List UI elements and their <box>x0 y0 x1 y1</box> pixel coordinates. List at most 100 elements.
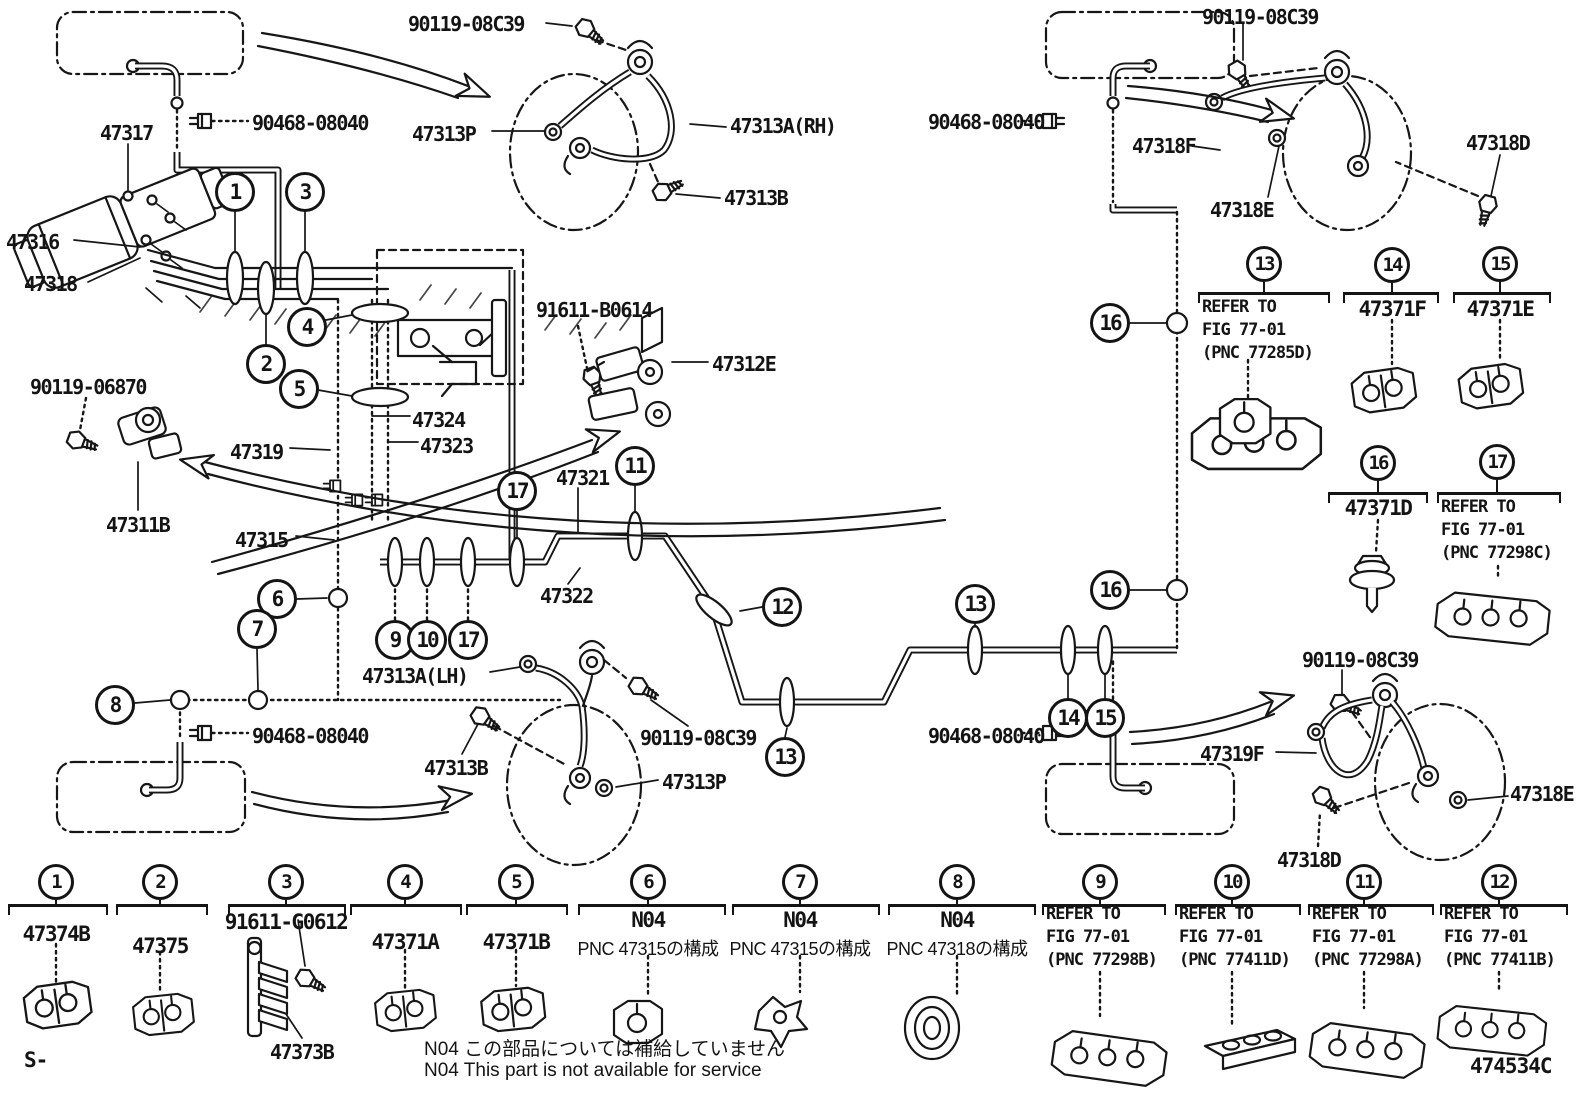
callout-1: 1 <box>215 172 255 212</box>
brake-actuator <box>13 166 632 339</box>
legend-part-number: 47371E <box>1466 297 1535 321</box>
legend-text: 91611-G0612 <box>76 910 496 934</box>
part-number-label: 90468-08040 <box>252 111 369 135</box>
legend-pnc-note: PNC 47315の構成 <box>729 939 871 959</box>
legend-part-number: 47371D <box>1344 496 1413 520</box>
part-number-label: 47323 <box>420 434 474 458</box>
callout-2: 2 <box>142 864 178 900</box>
callout-4: 4 <box>287 307 327 347</box>
part-number-label: 47318F <box>1132 134 1197 158</box>
callout-3: 3 <box>285 172 325 212</box>
part-number-label: 47311B <box>106 513 171 537</box>
callout-3: 3 <box>268 864 304 900</box>
callout-stub <box>1099 900 1101 904</box>
legend-part-glyphs <box>21 936 1548 1090</box>
part-number-label: 47313B <box>424 756 489 780</box>
legend-bracket <box>1328 492 1428 505</box>
legend-text: 47371D <box>1168 496 1588 520</box>
connector-47312e <box>584 306 672 428</box>
callout-stub <box>799 900 801 904</box>
legend-text: 47375 <box>0 934 370 958</box>
part-number-label: 47312E <box>712 352 777 376</box>
part-number-label: 47318 <box>24 272 78 296</box>
legend-bracket <box>1042 904 1166 917</box>
refer-note-line: (PNC 77411B) <box>1444 950 1556 970</box>
callout-stub <box>956 900 958 904</box>
legend-part-number: 47371F <box>1358 297 1427 321</box>
legend-pnc-note: PNC 47315の構成 <box>577 939 719 959</box>
legend-bracket <box>350 904 462 917</box>
callout-stub <box>159 900 161 904</box>
part-number-label: 47313B <box>724 186 789 210</box>
part-number-label: 47324 <box>412 408 466 432</box>
tube-clamp-markers <box>225 250 1114 728</box>
legend-text: 47371A <box>195 930 615 954</box>
callout-5: 5 <box>279 369 319 409</box>
legend-part-number: 91611-G0612 <box>224 910 349 934</box>
refer-note: REFER TO FIG 77-01 (PNC 77411B) <box>1444 903 1556 972</box>
legend-bracket <box>1440 904 1568 917</box>
callout-7: 7 <box>782 864 818 900</box>
refer-note-line: (PNC 77411D) <box>1179 950 1291 970</box>
callout-stub <box>1231 900 1233 904</box>
callout-10: 10 <box>1214 864 1250 900</box>
part-number-label: 47318E <box>1510 782 1575 806</box>
part-number-label: 47313A(RH) <box>730 114 837 138</box>
callout-8: 8 <box>95 685 135 725</box>
part-number-label: 90468-08040 <box>252 724 369 748</box>
callout-leaders <box>134 211 1167 738</box>
callout-4: 4 <box>387 864 423 900</box>
callout-13: 13 <box>1246 246 1282 282</box>
legend-pnc-note: PNC 47318の構成 <box>886 939 1028 959</box>
legend-bracket <box>1453 292 1551 305</box>
main-tube-run <box>169 210 1189 711</box>
front-tube-bundle <box>146 248 562 702</box>
refer-note-line: FIG 77-01 <box>1046 927 1130 947</box>
drawing-number: 474534C <box>1470 1054 1553 1078</box>
legend-bracket <box>888 904 1036 917</box>
refer-note-line: (PNC 77298A) <box>1312 950 1424 970</box>
label-leaders <box>73 22 1509 1039</box>
part-number-label: 47319 <box>230 440 284 464</box>
part-number-label: 47322 <box>540 584 594 608</box>
legend-bracket <box>8 904 108 917</box>
legend-part-number: 47371B <box>482 930 551 954</box>
legend-bracket <box>228 904 346 917</box>
part-number-label: 47321 <box>556 466 610 490</box>
callout-15: 15 <box>1085 698 1125 738</box>
refer-note-line: FIG 77-01 <box>1444 927 1528 947</box>
union-fittings <box>188 112 1066 742</box>
callout-1: 1 <box>38 864 74 900</box>
part-number-label: 47318E <box>1210 198 1275 222</box>
hatching <box>199 284 632 339</box>
callout-stub <box>1498 900 1500 904</box>
flow-arrows <box>176 31 1299 821</box>
callout-stub <box>404 900 406 904</box>
hose-rear-right <box>1204 49 1480 232</box>
pedal-bracket-detail <box>375 248 525 398</box>
legend-text: 47371B <box>306 930 726 954</box>
refer-note-line: REFER TO <box>1046 904 1121 924</box>
callout-stub <box>1263 282 1265 292</box>
callout-17: 17 <box>497 471 537 511</box>
refer-note-line: FIG 77-01 <box>1179 927 1263 947</box>
legend-bracket <box>1343 292 1439 305</box>
callout-9: 9 <box>1082 864 1118 900</box>
legend-part-number: N04 <box>783 908 818 932</box>
legend-text: 47371E <box>1290 297 1592 321</box>
callout-12: 12 <box>762 587 802 627</box>
legend-bracket <box>578 904 726 917</box>
refer-note-line: REFER TO <box>1444 904 1519 924</box>
callout-14: 14 <box>1374 247 1410 283</box>
part-number-label: 47315 <box>235 528 289 552</box>
refer-note-line: FIG 77-01 <box>1202 320 1286 340</box>
legend-part-number: N04 <box>631 908 666 932</box>
part-number-label: 90468-08040 <box>928 110 1045 134</box>
callout-12: 12 <box>1481 864 1517 900</box>
part-number-label: 47318D <box>1466 131 1531 155</box>
